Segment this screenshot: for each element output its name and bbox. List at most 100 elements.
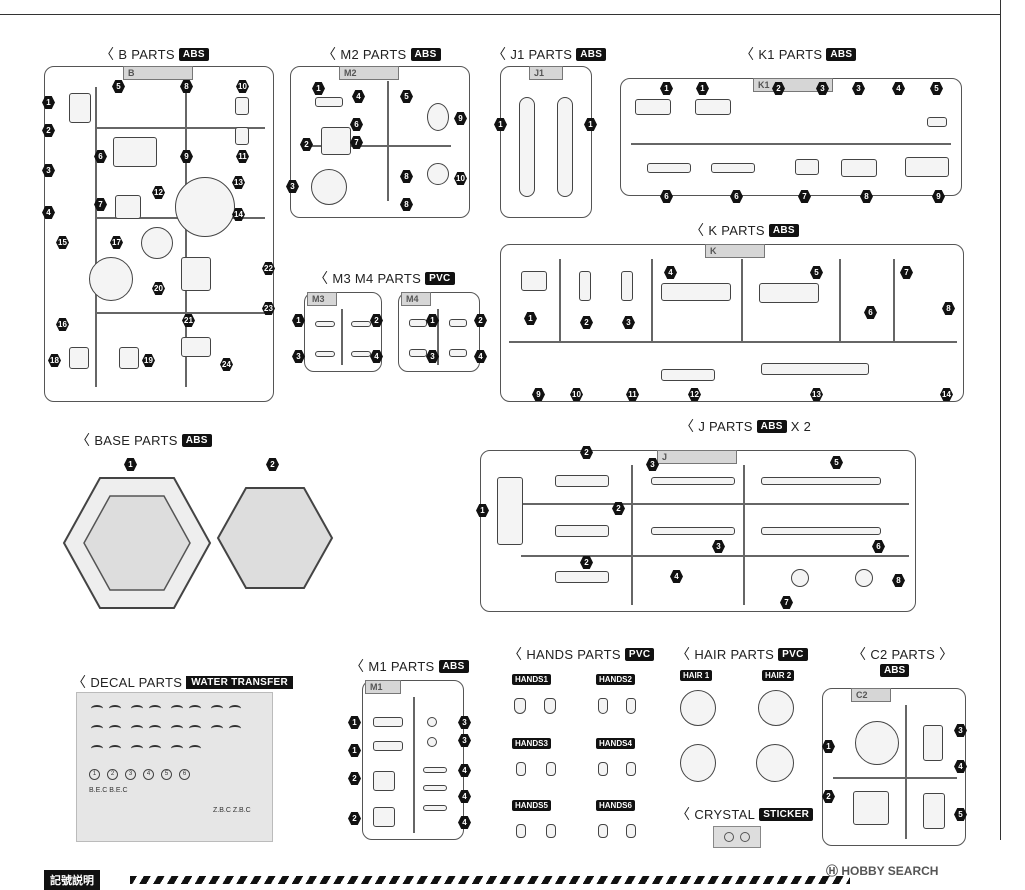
m2-num-8b: 8 xyxy=(400,198,413,211)
m4-part-4 xyxy=(449,349,467,357)
b-small-ring-part xyxy=(141,227,173,259)
symbol-legend-label: 記號説明 xyxy=(44,870,100,890)
j-num-5: 5 xyxy=(830,456,843,469)
base-part-2-hexagon xyxy=(216,487,334,589)
k1-part-5 xyxy=(927,117,947,127)
k-num-12: 12 xyxy=(688,388,701,401)
j-num-3a: 3 xyxy=(646,458,659,471)
m1-part-4b xyxy=(423,785,447,791)
hand-icon-4a xyxy=(598,762,608,776)
b-num-24: 24 xyxy=(220,358,233,371)
chevron-left-icon: 〈 xyxy=(690,222,705,238)
b-parts-sprue: B xyxy=(44,66,274,402)
b-sprue-tab: B xyxy=(123,66,193,80)
m1-part-1b xyxy=(373,741,403,751)
watermark-logo-icon: Ⓗ xyxy=(826,864,842,878)
hand-icon-3b xyxy=(546,762,556,776)
j-part-5 xyxy=(761,477,881,485)
m1-part-3a xyxy=(427,717,437,727)
k-part-1 xyxy=(521,271,547,291)
chevron-left-icon: 〈 xyxy=(508,646,523,662)
m2-parts-header: 〈 M2 PARTS ABS xyxy=(322,44,441,64)
k1-num-9: 9 xyxy=(932,190,945,203)
j1-sprue-tab: J1 xyxy=(529,66,563,80)
m2-part-10 xyxy=(427,163,449,185)
j-num-4: 4 xyxy=(670,570,683,583)
hair1-label: HAIR 1 xyxy=(680,670,713,681)
j1-blade-left xyxy=(519,97,535,197)
b-num-11: 11 xyxy=(236,150,249,163)
crystal-header: 〈 CRYSTAL STICKER xyxy=(676,804,814,824)
m2-part-1 xyxy=(315,97,343,107)
k-num-8: 8 xyxy=(942,302,955,315)
c2-part-1 xyxy=(855,721,899,765)
m1-part-1a xyxy=(373,717,403,727)
m1-part-2b xyxy=(373,807,395,827)
j-part-1 xyxy=(497,477,523,545)
hands-parts-title: HANDS PARTS xyxy=(526,646,621,662)
m4-num-4: 4 xyxy=(474,350,487,363)
k1-num-1a: 1 xyxy=(660,82,673,95)
base-num-1: 1 xyxy=(124,458,137,471)
b-num-9: 9 xyxy=(180,150,193,163)
k-num-10: 10 xyxy=(570,388,583,401)
k1-num-5: 5 xyxy=(930,82,943,95)
m1-num-3a: 3 xyxy=(458,716,471,729)
k1-parts-material-tag: ABS xyxy=(826,47,857,61)
decal-codes: B.E.C B.E.C xyxy=(89,787,128,794)
k1-parts-sprue: K1 xyxy=(620,78,962,196)
j-num-2a: 2 xyxy=(580,446,593,459)
b-part-18 xyxy=(69,347,89,369)
b-num-15: 15 xyxy=(56,236,69,249)
crystal-title: CRYSTAL xyxy=(694,806,756,822)
m3-part-3 xyxy=(315,351,335,357)
j-parts-quantity: X 2 xyxy=(790,418,812,434)
j1-parts-title: J1 PARTS xyxy=(510,46,573,62)
chevron-left-icon: 〈 xyxy=(676,646,691,662)
k-num-1: 1 xyxy=(524,312,537,325)
k1-num-8: 8 xyxy=(860,190,873,203)
hair2-label: HAIR 2 xyxy=(762,670,795,681)
c2-part-2 xyxy=(853,791,889,825)
b-num-13: 13 xyxy=(232,176,245,189)
base-num-2: 2 xyxy=(266,458,279,471)
hand-icon-6b xyxy=(626,824,636,838)
b-num-21: 21 xyxy=(182,314,195,327)
m1-num-2a: 2 xyxy=(348,772,361,785)
m2-num-7: 7 xyxy=(350,136,363,149)
b-part-11 xyxy=(235,127,249,145)
m3-num-4: 4 xyxy=(370,350,383,363)
k-num-6: 6 xyxy=(864,306,877,319)
c2-num-1: 1 xyxy=(822,740,835,753)
m3-num-3: 3 xyxy=(292,350,305,363)
m2-num-9: 9 xyxy=(454,112,467,125)
j-part-3a xyxy=(651,477,735,485)
k-part-12 xyxy=(661,369,715,381)
symbol-legend-footer: 記號説明 xyxy=(40,866,1000,890)
c2-num-5: 5 xyxy=(954,808,967,821)
b-num-17: 17 xyxy=(110,236,123,249)
b-num-20: 20 xyxy=(152,282,165,295)
k1-part-1b xyxy=(695,99,731,115)
k1-num-7: 7 xyxy=(798,190,811,203)
b-parts-title: B PARTS xyxy=(118,46,175,62)
k-parts-material-tag: ABS xyxy=(768,223,799,237)
hair-parts-title: HAIR PARTS xyxy=(694,646,775,662)
b-part-10 xyxy=(235,97,249,115)
m4-sprue-tab: M4 xyxy=(401,292,431,306)
m3-num-1: 1 xyxy=(292,314,305,327)
b-num-4: 4 xyxy=(42,206,55,219)
j1-parts-material-tag: ABS xyxy=(576,47,607,61)
hands-parts-header: 〈 HANDS PARTS PVC xyxy=(508,644,655,664)
m1-parts-material-tag: ABS xyxy=(438,659,469,673)
k1-num-3b: 3 xyxy=(852,82,865,95)
k1-part-6a xyxy=(647,163,691,173)
k-parts-header: 〈 K PARTS ABS xyxy=(690,220,799,240)
chevron-left-icon: 〈 xyxy=(76,432,91,448)
hands5-label: HANDS5 xyxy=(512,800,551,811)
k-num-4: 4 xyxy=(664,266,677,279)
b-parts-header: 〈 B PARTS ABS xyxy=(100,44,209,64)
k-num-14: 14 xyxy=(940,388,953,401)
b-part-1 xyxy=(69,93,91,123)
